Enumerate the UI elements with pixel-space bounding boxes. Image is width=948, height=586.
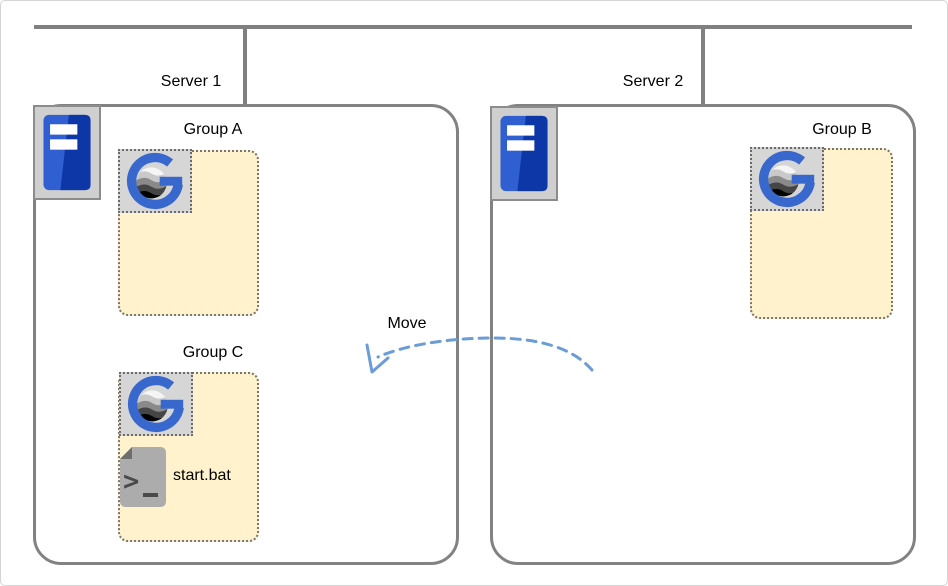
group-b-box	[750, 147, 893, 319]
g-logo-icon	[119, 372, 193, 436]
group-a-box	[118, 149, 259, 316]
server1-label: Server 1	[160, 73, 222, 90]
group-c-box: start.bat	[118, 372, 259, 542]
server-tower-icon	[33, 105, 101, 200]
group-c-label: Group C	[182, 344, 244, 361]
batch-file-icon	[119, 446, 167, 508]
server-tower-icon	[490, 106, 558, 201]
group-a-label: Group A	[183, 121, 243, 138]
group-b-label: Group B	[812, 121, 872, 138]
server1-box: Group A Group C start.bat	[33, 104, 459, 565]
g-logo-icon	[118, 149, 192, 213]
batch-file-label: start.bat	[173, 467, 231, 484]
g-logo-icon	[750, 147, 824, 211]
move-label: Move	[387, 315, 427, 332]
server2-box: Group B	[490, 104, 916, 565]
server2-label: Server 2	[622, 73, 684, 90]
